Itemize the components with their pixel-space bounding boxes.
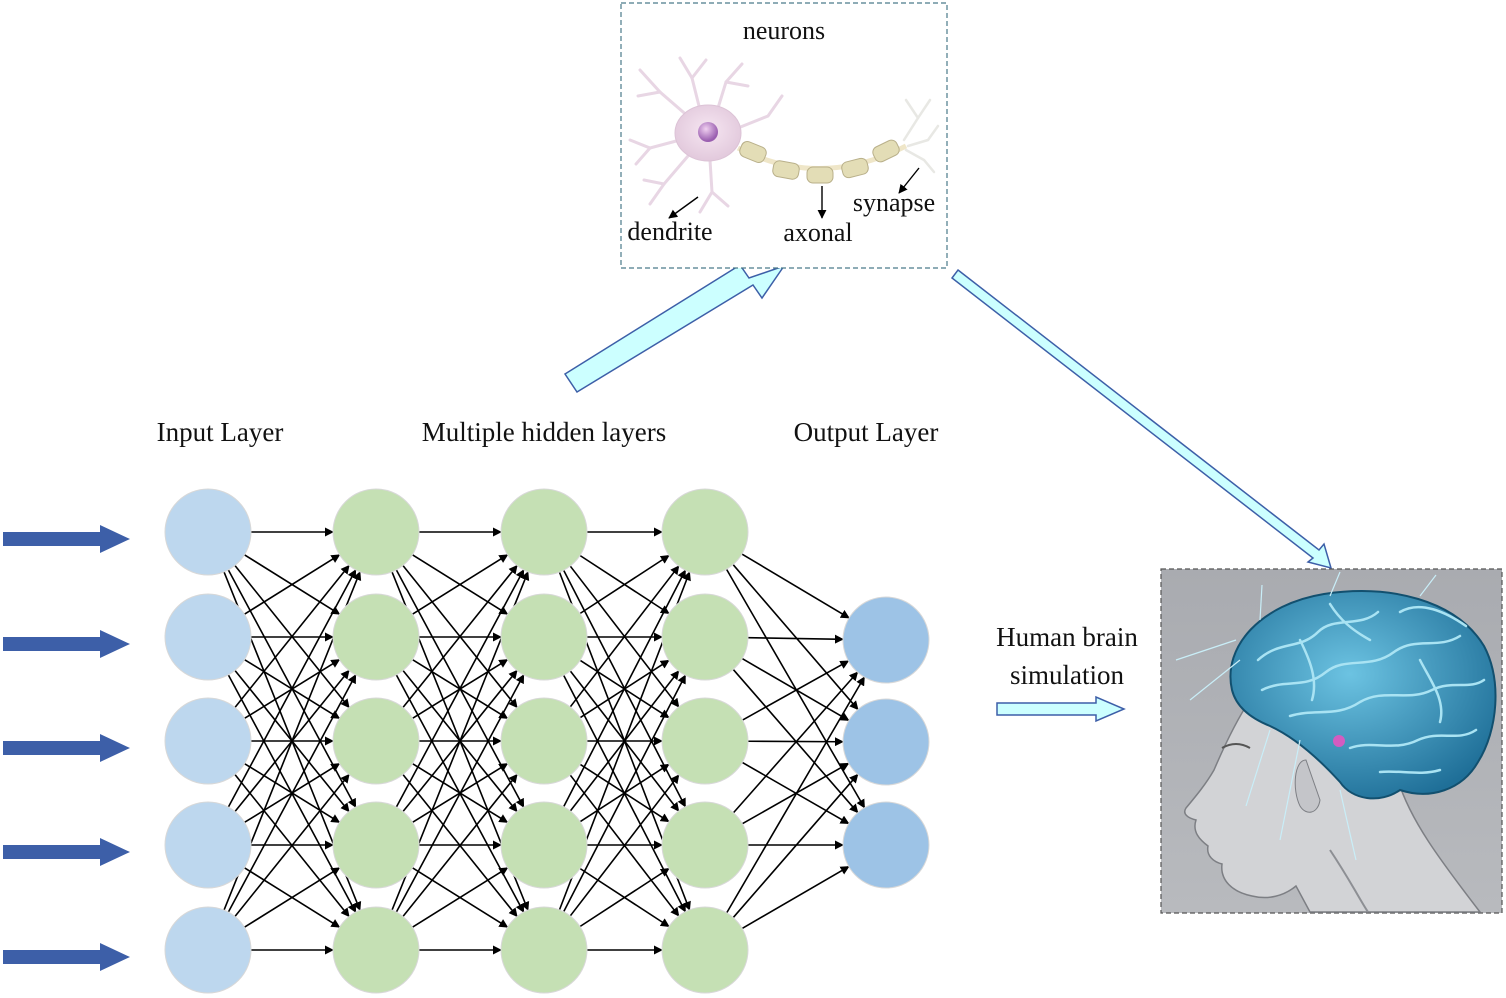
connection-l0-1-0 — [244, 554, 341, 615]
connection-l3-1-0 — [747, 634, 844, 644]
output-node-4-0 — [842, 596, 930, 684]
connection-l0-4-3 — [244, 867, 341, 928]
connection-l0-4-2 — [234, 773, 350, 917]
input-arrow-1 — [3, 630, 130, 658]
neuron-to-brain-arrow — [950, 268, 1333, 570]
connection-l2-4-3 — [579, 867, 670, 928]
connection-l3-2-0 — [742, 660, 850, 721]
hidden-node-1-3 — [332, 801, 420, 889]
hidden-node-2-0 — [500, 488, 588, 576]
connection-l0-4-1 — [227, 674, 357, 913]
input-node-0-1 — [164, 593, 252, 681]
input-arrows — [3, 525, 130, 971]
output-layer-label: Output Layer — [794, 417, 939, 447]
connection-l2-4-1 — [562, 674, 687, 913]
hidden-layers-label: Multiple hidden layers — [422, 417, 666, 447]
input-node-0-4 — [164, 906, 252, 994]
connection-l3-1-1 — [741, 657, 850, 722]
brain-simulation-label-line2: simulation — [1010, 660, 1124, 690]
connection-l1-3-0 — [395, 569, 525, 808]
neuron-panel-title: neurons — [743, 16, 825, 45]
connection-l1-4-1 — [395, 674, 525, 913]
hidden-node-3-1 — [661, 593, 749, 681]
dendrite-label: dendrite — [627, 217, 712, 246]
brain-simulation-label-line1: Human brain — [996, 622, 1138, 652]
hidden-node-1-0 — [332, 488, 420, 576]
input-arrow-3 — [3, 838, 130, 866]
connection-l1-1-0 — [412, 554, 509, 615]
input-arrow-0 — [3, 525, 130, 553]
hidden-node-2-3 — [500, 801, 588, 889]
hidden-node-2-2 — [500, 697, 588, 785]
connection-l3-4-2 — [741, 865, 850, 930]
input-node-0-0 — [164, 488, 252, 576]
hidden-node-1-1 — [332, 593, 420, 681]
connection-l3-0-1 — [732, 564, 859, 711]
connection-l1-2-0 — [402, 564, 518, 708]
connection-l2-4-2 — [569, 774, 680, 917]
connection-l2-1-0 — [579, 554, 670, 615]
output-node-4-1 — [842, 698, 930, 786]
axonal-label: axonal — [783, 218, 852, 247]
input-layer-label: Input Layer — [157, 417, 284, 447]
input-arrow-2 — [3, 734, 130, 762]
hidden-node-3-0 — [661, 488, 749, 576]
neuron-illustration — [628, 56, 940, 214]
hidden-node-2-1 — [500, 593, 588, 681]
hidden-node-3-3 — [661, 801, 749, 889]
connection-l3-3-0 — [732, 671, 859, 814]
connection-l1-4-3 — [412, 867, 509, 928]
network-nodes — [164, 488, 930, 994]
input-node-0-2 — [164, 697, 252, 785]
brain-panel — [1160, 568, 1503, 914]
hidden-node-3-4 — [661, 906, 749, 994]
connection-l2-3-0 — [562, 569, 687, 808]
neuron-panel: neurons — [620, 2, 948, 269]
network-to-neuron-arrow — [563, 263, 786, 394]
connection-l1-4-2 — [402, 773, 518, 917]
human-head-illustration — [1175, 571, 1497, 913]
connection-l2-2-0 — [569, 565, 680, 708]
connection-l0-2-0 — [234, 564, 350, 708]
hidden-node-1-2 — [332, 697, 420, 785]
hidden-node-2-4 — [500, 906, 588, 994]
brain-simulation-arrow — [996, 695, 1126, 723]
output-node-4-2 — [842, 801, 930, 889]
connection-l3-4-0 — [725, 676, 866, 914]
connection-l3-0-0 — [741, 553, 850, 619]
input-arrow-4 — [3, 943, 130, 971]
synapse-label: synapse — [853, 188, 935, 217]
input-node-0-3 — [164, 801, 252, 889]
connection-l3-4-1 — [732, 773, 859, 919]
connection-l0-3-0 — [227, 569, 357, 808]
hidden-node-3-2 — [661, 697, 749, 785]
hidden-node-1-4 — [332, 906, 420, 994]
